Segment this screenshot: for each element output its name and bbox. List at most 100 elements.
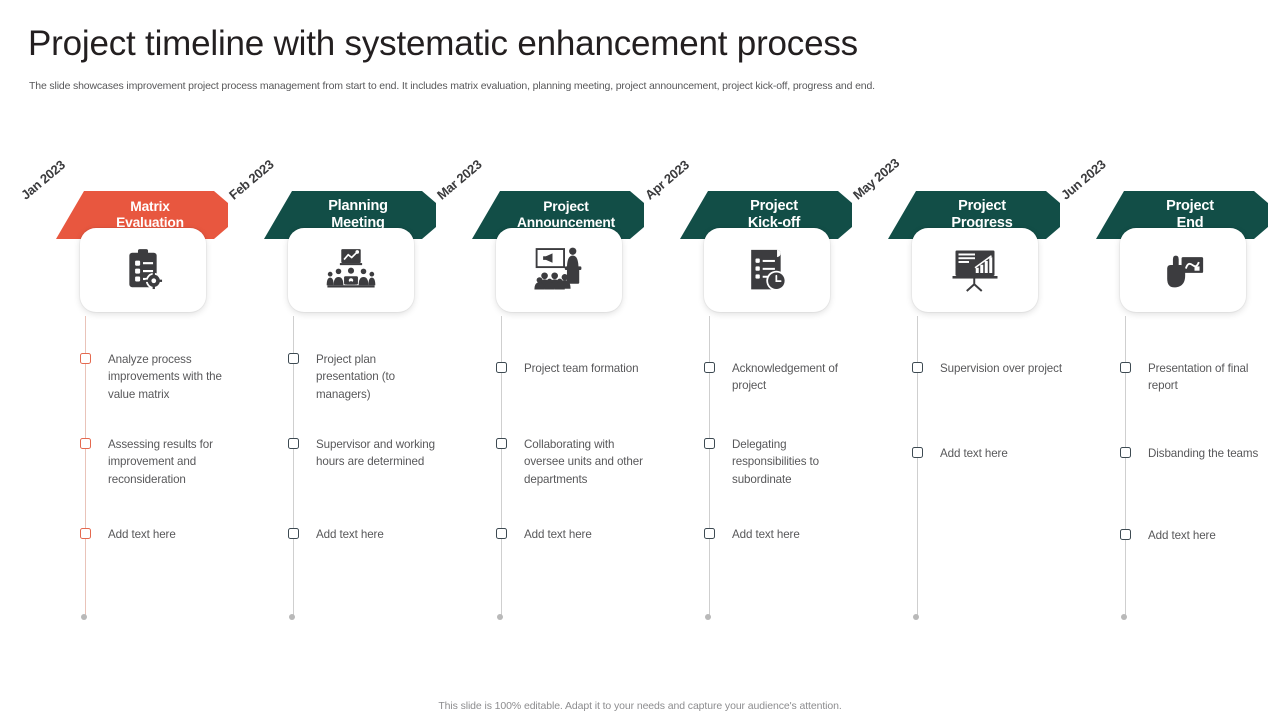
- bullet-checkbox-icon[interactable]: [1120, 447, 1131, 458]
- stage-icon-card: [912, 228, 1038, 312]
- list-item[interactable]: Presentation of final report: [1064, 360, 1272, 395]
- stage-connector-line: [917, 316, 918, 617]
- stage-title-line1: Planning: [328, 197, 388, 214]
- stage-icon-card: [288, 228, 414, 312]
- list-item[interactable]: Supervision over project: [856, 360, 1064, 377]
- bullet-checkbox-icon[interactable]: [912, 447, 923, 458]
- stage-title-line2: End: [1176, 215, 1204, 231]
- scroll-checklist-clock-icon: [744, 246, 790, 294]
- bullet-text: Add text here: [732, 528, 800, 541]
- list-item[interactable]: Add text here: [1064, 527, 1272, 544]
- bullet-text: Project plan presentation (to managers): [316, 353, 395, 401]
- stage-connector-line: [293, 316, 294, 617]
- list-item[interactable]: Add text here: [232, 526, 440, 543]
- stage-connector-end-dot: [913, 614, 919, 620]
- list-item[interactable]: Collaborating with oversee units and oth…: [440, 436, 648, 488]
- bullet-checkbox-icon[interactable]: [704, 438, 715, 449]
- bullet-text: Analyze process improvements with the va…: [108, 353, 222, 401]
- stage-date-label: Feb 2023: [226, 156, 277, 203]
- footer-note: This slide is 100% editable. Adapt it to…: [438, 700, 842, 712]
- presentation-meeting-icon: [326, 247, 376, 293]
- bullet-checkbox-icon[interactable]: [1120, 362, 1131, 373]
- stage-title-line1: Project: [1166, 197, 1214, 214]
- bullet-checkbox-icon[interactable]: [1120, 529, 1131, 540]
- stage-title-line2: Meeting: [331, 215, 385, 231]
- bullet-text: Add text here: [316, 528, 384, 541]
- bullet-text: Supervisor and working hours are determi…: [316, 438, 435, 469]
- bullet-text: Add text here: [1148, 529, 1216, 542]
- stage-title-line2: Evaluation: [116, 215, 184, 230]
- bullet-text: Add text here: [524, 528, 592, 541]
- bullet-checkbox-icon[interactable]: [80, 353, 91, 364]
- stage-title-line2: Kick-off: [747, 215, 801, 231]
- bullet-checkbox-icon[interactable]: [704, 362, 715, 373]
- stage-icon-card: [1120, 228, 1246, 312]
- stage-date-label: Apr 2023: [642, 157, 692, 203]
- stage-date-label: Jun 2023: [1058, 156, 1109, 203]
- bullet-text: Add text here: [940, 447, 1008, 460]
- stage-icon-card: [496, 228, 622, 312]
- bullet-checkbox-icon[interactable]: [496, 438, 507, 449]
- stage-title-line1: Project: [750, 197, 798, 214]
- bullet-checkbox-icon[interactable]: [80, 438, 91, 449]
- bullet-checkbox-icon[interactable]: [80, 528, 91, 539]
- stage-connector-end-dot: [705, 614, 711, 620]
- stage-connector-line: [85, 316, 86, 617]
- list-item[interactable]: Delegating responsibilities to subordina…: [648, 436, 856, 488]
- bullet-checkbox-icon[interactable]: [496, 528, 507, 539]
- list-item[interactable]: Disbanding the teams: [1064, 445, 1272, 462]
- stage-date-label: Jan 2023: [18, 157, 68, 203]
- bullet-text: Project team formation: [524, 362, 639, 375]
- stage-title-line2: Announcement: [516, 215, 615, 230]
- stage-connector-end-dot: [497, 614, 503, 620]
- bullet-text: Add text here: [108, 528, 176, 541]
- bullet-text: Presentation of final report: [1148, 362, 1249, 393]
- list-item[interactable]: Assessing results for improvement and re…: [24, 436, 232, 488]
- bullet-checkbox-icon[interactable]: [288, 353, 299, 364]
- bullet-checkbox-icon[interactable]: [288, 528, 299, 539]
- stage-title-line1: Project: [543, 198, 589, 214]
- list-item[interactable]: Add text here: [856, 445, 1064, 462]
- bullet-checkbox-icon[interactable]: [704, 528, 715, 539]
- bullet-text: Delegating responsibilities to subordina…: [732, 438, 820, 486]
- list-item[interactable]: Add text here: [440, 526, 648, 543]
- stage-date-label: May 2023: [850, 155, 903, 203]
- stage-connector-line: [501, 316, 502, 617]
- bullet-checkbox-icon[interactable]: [288, 438, 299, 449]
- stage-icon-card: [704, 228, 830, 312]
- stage-title-line1: Project: [958, 197, 1006, 214]
- bullet-checkbox-icon[interactable]: [912, 362, 923, 373]
- stage-connector-end-dot: [81, 614, 87, 620]
- page-title: Project timeline with systematic enhance…: [28, 24, 858, 63]
- stage-icon-card: [80, 228, 206, 312]
- bullet-text: Acknowledgement of project: [732, 362, 838, 393]
- stage-connector-end-dot: [1121, 614, 1127, 620]
- bullet-checkbox-icon[interactable]: [496, 362, 507, 373]
- hand-finish-flag-icon: [1159, 247, 1207, 293]
- bullet-text: Disbanding the teams: [1148, 447, 1259, 460]
- list-item[interactable]: Project team formation: [440, 360, 648, 377]
- list-item[interactable]: Analyze process improvements with the va…: [24, 351, 232, 403]
- clipboard-checklist-gear-icon: [120, 247, 166, 293]
- stage-title-line1: Matrix: [130, 198, 170, 214]
- stage-connector-line: [709, 316, 710, 617]
- list-item[interactable]: Project plan presentation (to managers): [232, 351, 440, 403]
- list-item[interactable]: Supervisor and working hours are determi…: [232, 436, 440, 471]
- podium-announcement-audience-icon: [533, 246, 585, 294]
- list-item[interactable]: Add text here: [648, 526, 856, 543]
- list-item[interactable]: Add text here: [24, 526, 232, 543]
- bullet-text: Assessing results for improvement and re…: [108, 438, 213, 486]
- stage-connector-end-dot: [289, 614, 295, 620]
- page-subtitle: The slide showcases improvement project …: [29, 80, 875, 92]
- stage-title-line2: Progress: [951, 215, 1013, 231]
- list-item[interactable]: Acknowledgement of project: [648, 360, 856, 395]
- bullet-text: Collaborating with oversee units and oth…: [524, 438, 643, 486]
- stage-connector-line: [1125, 316, 1126, 617]
